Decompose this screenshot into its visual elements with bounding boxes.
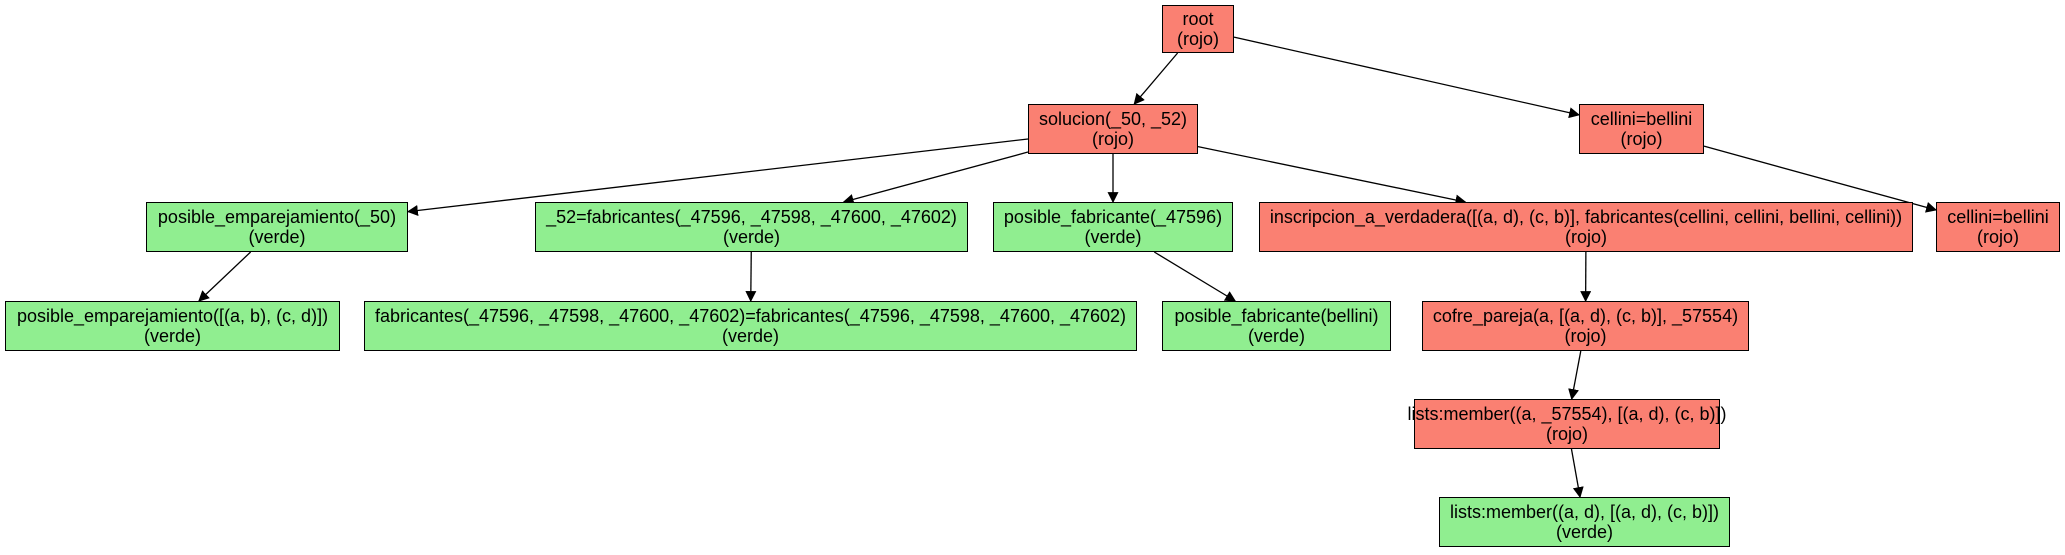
node-label: lists:member((a, _57554), [(a, d), (c, b… [1407, 404, 1727, 424]
node-status: (verde) [721, 326, 779, 346]
node-status: (rojo) [1564, 326, 1607, 346]
node-lists-member-var: lists:member((a, _57554), [(a, d), (c, b… [1407, 399, 1727, 449]
node-status: (rojo) [1176, 29, 1219, 49]
edge-n1-n3 [406, 138, 1029, 216]
edge-n1-n4 [842, 151, 1029, 205]
node-label: posible_emparejamiento([(a, b), (c, d)]) [16, 306, 329, 326]
node-label: cofre_pareja(a, [(a, d), (c, b)], _57554… [1432, 306, 1739, 326]
node-inscripcion-a-verdadera: inscripcion_a_verdadera([(a, d), (c, b)]… [1259, 202, 1913, 252]
node-status: (verde) [143, 326, 201, 346]
node-root: root (rojo) [1162, 5, 1234, 53]
node-status: (rojo) [1976, 227, 2019, 247]
edge-n0-n2 [1233, 36, 1581, 119]
node-status: (rojo) [1620, 129, 1663, 149]
node-posible-emparejamiento-leaf: posible_emparejamiento([(a, b), (c, d)])… [5, 301, 340, 351]
node-fabricantes-equal: fabricantes(_47596, _47598, _47600, _476… [364, 301, 1137, 351]
node-cofre-pareja: cofre_pareja(a, [(a, d), (c, b)], _57554… [1422, 301, 1749, 351]
edge-n2-n7 [1703, 145, 1938, 213]
node-status: (verde) [1555, 522, 1613, 542]
node-cellini-bellini: cellini=bellini (rojo) [1579, 104, 1704, 154]
node-label: posible_fabricante(_47596) [1003, 207, 1223, 227]
node-status: (rojo) [1545, 424, 1588, 444]
node-label: cellini=bellini [1590, 109, 1693, 129]
node-status: (verde) [1247, 326, 1305, 346]
edge-n1-n6 [1197, 145, 1467, 206]
node-posible-fabricante: posible_fabricante(_47596) (verde) [993, 202, 1233, 252]
node-label: cellini=bellini [1947, 207, 2049, 227]
edge-n3-n8 [198, 251, 252, 302]
node-status: (rojo) [1091, 129, 1134, 149]
node-posible-emparejamiento: posible_emparejamiento(_50) (verde) [146, 202, 408, 252]
node-label: _52=fabricantes(_47596, _47598, _47600, … [546, 207, 957, 227]
node-label: posible_fabricante(bellini) [1174, 306, 1379, 326]
edge-n11-n12 [1568, 350, 1582, 401]
node-label: fabricantes(_47596, _47598, _47600, _476… [374, 306, 1127, 326]
node-label: solucion(_50, _52) [1038, 109, 1188, 129]
node-fabricantes-unify: _52=fabricantes(_47596, _47598, _47600, … [535, 202, 968, 252]
node-cellini-bellini-leaf: cellini=bellini (rojo) [1936, 202, 2060, 252]
node-label: lists:member((a, d), [(a, d), (c, b)]) [1449, 502, 1720, 522]
node-solucion: solucion(_50, _52) (rojo) [1028, 104, 1198, 154]
edge-n0-n1 [1133, 52, 1179, 105]
node-status: (verde) [248, 227, 306, 247]
edge-n12-n13 [1570, 448, 1584, 499]
node-status: (verde) [722, 227, 780, 247]
node-label: posible_emparejamiento(_50) [157, 207, 397, 227]
node-lists-member-found: lists:member((a, d), [(a, d), (c, b)]) (… [1439, 497, 1730, 547]
node-status: (rojo) [1564, 227, 1607, 247]
node-label: root [1182, 9, 1214, 29]
edge-n5-n10 [1153, 251, 1237, 302]
node-status: (verde) [1084, 227, 1142, 247]
node-posible-fabricante-bellini: posible_fabricante(bellini) (verde) [1162, 301, 1391, 351]
node-label: inscripcion_a_verdadera([(a, d), (c, b)]… [1269, 207, 1903, 227]
